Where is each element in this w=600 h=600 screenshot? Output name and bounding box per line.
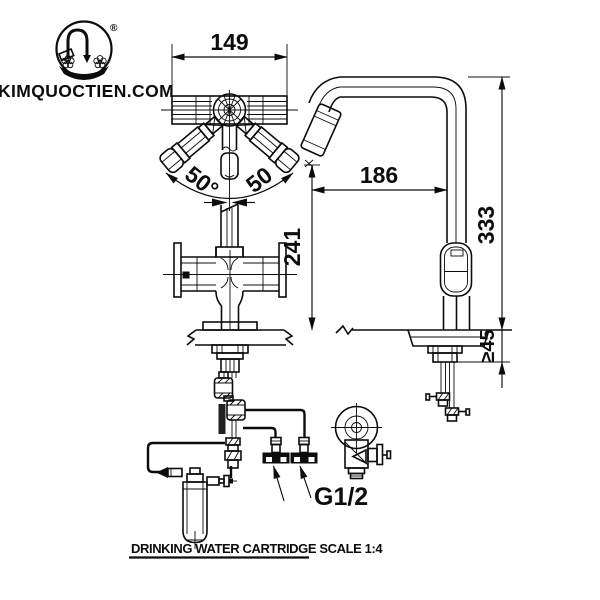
spray-nozzle xyxy=(300,103,342,157)
filter-cartridge xyxy=(156,467,237,549)
dim-angle-left-label: 50° xyxy=(180,161,223,203)
front-view xyxy=(163,203,297,469)
connector-left xyxy=(261,436,291,465)
dimension-counter-thickness: ≥45 xyxy=(457,329,510,388)
handle-dot-marker xyxy=(182,271,190,279)
dim-angle-right-label: 50 xyxy=(241,162,277,198)
dim-outlet-height-label: 241 xyxy=(279,228,305,267)
dimension-total-height: 333 xyxy=(468,76,510,331)
logo-arrow-icon xyxy=(83,55,91,63)
flow-arrow-icon xyxy=(156,467,168,478)
caption-text: DRINKING WATER CARTRIDGE SCALE 1:4 xyxy=(131,541,383,556)
top-view: 149 50° 50 xyxy=(157,29,302,211)
dim-total-height-label: 333 xyxy=(473,206,499,244)
thread-size-label: G1/2 xyxy=(314,483,368,511)
dimension-top-width: 149 xyxy=(171,29,288,95)
angle-valve-detail xyxy=(331,403,392,480)
dimension-spout-reach: 186 xyxy=(311,162,448,194)
handle-right-top-view xyxy=(232,111,302,176)
supply-connectors: G1/2 xyxy=(261,436,368,511)
hose-routing xyxy=(146,408,306,478)
brand-logo-icon xyxy=(55,20,113,80)
logo-basin-icon xyxy=(59,66,109,80)
dim-spout-reach-label: 186 xyxy=(360,162,398,188)
dim-counter-thickness-label: ≥45 xyxy=(477,329,499,362)
logo-flower-right-icon xyxy=(93,55,107,69)
side-view xyxy=(300,76,512,422)
dim-top-width-label: 149 xyxy=(210,29,248,55)
connector-right xyxy=(289,436,319,465)
brand-logo: ® KIMQUOCTIEN.COM xyxy=(0,20,174,101)
registered-mark: ® xyxy=(110,23,118,34)
caption-block: DRINKING WATER CARTRIDGE SCALE 1:4 xyxy=(129,541,384,559)
dimension-outlet-height: 241 xyxy=(279,164,320,331)
brand-name: KIMQUOCTIEN.COM xyxy=(0,81,174,101)
